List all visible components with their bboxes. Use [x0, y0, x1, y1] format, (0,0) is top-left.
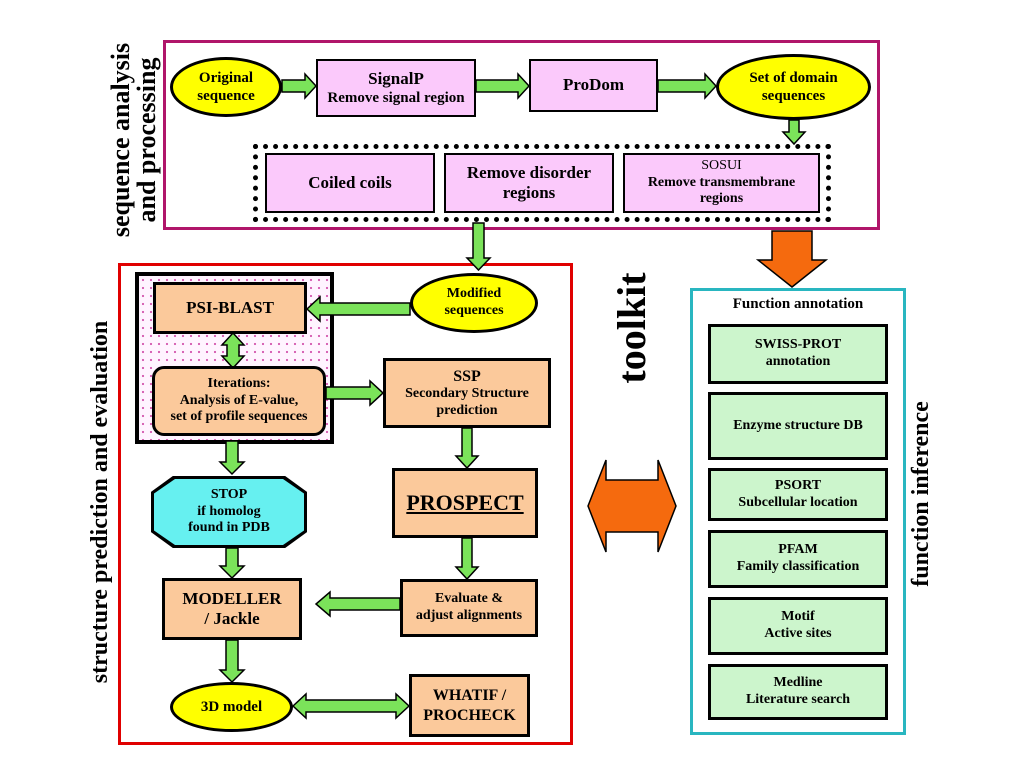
medline-line1: Medline [773, 675, 823, 691]
arrow-3d-whatif [291, 692, 411, 720]
modified-sequences-line2: sequences [444, 303, 504, 318]
stop-inner: STOP if homolog found in PDB [154, 479, 304, 545]
domain-sequences-node[interactable]: Set of domain sequences [716, 54, 871, 120]
stop-line2: if homolog [197, 503, 261, 519]
psi-blast-label: PSI-BLAST [186, 297, 274, 317]
function-inference-label: function inference [908, 401, 934, 587]
enzyme-structure-node[interactable]: Enzyme structure DB [708, 392, 888, 460]
filter-group-frame [253, 144, 831, 222]
toolkit-label: toolkit [609, 272, 654, 384]
original-sequence-line1: Original [198, 70, 254, 86]
signalp-subtitle: Remove signal region [327, 90, 465, 107]
medline-node[interactable]: Medline Literature search [708, 664, 888, 720]
whatif-line2: PROCHECK [423, 706, 516, 724]
stop-line3: found in PDB [188, 520, 270, 536]
arrow-prodom-to-domain [657, 72, 718, 100]
coiled-coils-node[interactable]: Coiled coils [265, 153, 435, 213]
psort-line1: PSORT [774, 477, 822, 493]
sequence-label-line1: sequence analysis [106, 42, 135, 238]
remove-disorder-line2: regions [502, 183, 556, 202]
arrow-iterations-to-ssp [325, 379, 385, 407]
structure-prediction-frame [118, 263, 573, 745]
3d-model-node[interactable]: 3D model [170, 682, 293, 732]
original-sequence-node[interactable]: Original sequence [170, 57, 282, 117]
structure-prediction-label: structure prediction and evaluation [87, 320, 113, 684]
swiss-prot-node[interactable]: SWISS-PROT annotation [708, 324, 888, 384]
function-inference-frame [690, 288, 906, 735]
sosui-line2: Remove transmembrane [647, 174, 796, 190]
whatif-node[interactable]: WHATIF / PROCHECK [409, 674, 530, 737]
sequence-label-line2: and processing [132, 57, 161, 223]
coiled-coils-label: Coiled coils [308, 172, 392, 192]
original-sequence-line2: sequence [197, 88, 255, 104]
arrow-signalp-to-prodom [475, 72, 531, 100]
ssp-title: SSP [453, 367, 481, 385]
stop-line1: STOP [210, 486, 248, 502]
arrow-iterations-to-stop [218, 440, 246, 476]
iterations-line2: Analysis of E-value, [179, 392, 299, 408]
ssp-line2: Secondary Structure [405, 385, 529, 401]
arrow-orange-down [755, 230, 829, 288]
arrow-orange-double [587, 459, 677, 553]
prodom-node[interactable]: ProDom [529, 59, 658, 112]
modeller-line1: MODELLER [182, 588, 282, 608]
remove-disorder-line1: Remove disorder [466, 162, 592, 182]
prospect-label: PROSPECT [406, 489, 524, 515]
ssp-line3: prediction [436, 402, 498, 418]
signalp-title: SignalP [368, 68, 424, 88]
domain-sequences-line2: sequences [761, 88, 826, 104]
sequence-analysis-label: sequence analysis and processing [106, 42, 161, 238]
motif-node[interactable]: Motif Active sites [708, 597, 888, 655]
pfam-node[interactable]: PFAM Family classification [708, 530, 888, 588]
arrow-psiblast-iterations [220, 331, 246, 370]
sequence-analysis-frame [163, 40, 880, 230]
sosui-node[interactable]: SOSUI Remove transmembrane regions [623, 153, 820, 213]
signalp-node[interactable]: SignalP Remove signal region [316, 59, 476, 117]
medline-line2: Literature search [745, 692, 851, 707]
iterations-node[interactable]: Iterations: Analysis of E-value, set of … [152, 366, 326, 436]
iterations-line3: set of profile sequences [170, 409, 308, 425]
prodom-label: ProDom [562, 75, 625, 95]
arrow-modeller-to-3d [218, 639, 246, 684]
function-annotation-header: Function annotation [732, 296, 864, 312]
pfam-line2: Family classification [736, 559, 860, 574]
motif-line1: Motif [781, 609, 815, 625]
3d-model-label: 3D model [200, 699, 263, 715]
arrow-ssp-to-prospect [454, 427, 480, 470]
sosui-line3: regions [699, 191, 744, 207]
arrow-original-to-signalp [281, 72, 318, 100]
motif-line2: Active sites [764, 626, 832, 641]
sosui-title: SOSUI [701, 157, 742, 173]
modified-sequences-line1: Modified [446, 286, 502, 302]
modeller-line2: / Jackle [204, 609, 260, 628]
evaluate-line2: adjust alignments [415, 608, 523, 623]
whatif-line1: WHATIF / [432, 687, 507, 705]
remove-disorder-node[interactable]: Remove disorder regions [444, 153, 614, 213]
enzyme-structure-label: Enzyme structure DB [733, 417, 863, 433]
ssp-node[interactable]: SSP Secondary Structure prediction [383, 358, 551, 428]
arrow-filters-to-modified [465, 222, 492, 272]
pfam-line1: PFAM [778, 542, 818, 558]
arrow-modified-to-psiblast [305, 295, 411, 323]
stop-node[interactable]: STOP if homolog found in PDB [151, 476, 307, 548]
domain-sequences-line1: Set of domain [749, 70, 838, 86]
swiss-prot-line1: SWISS-PROT [754, 337, 842, 353]
evaluate-line1: Evaluate & [434, 591, 504, 607]
swiss-prot-line2: annotation [765, 354, 831, 369]
evaluate-node[interactable]: Evaluate & adjust alignments [400, 579, 538, 637]
prospect-node[interactable]: PROSPECT [392, 468, 538, 538]
arrow-prospect-to-evaluate [454, 537, 480, 581]
arrow-evaluate-to-modeller [314, 590, 401, 618]
modeller-node[interactable]: MODELLER / Jackle [162, 578, 302, 640]
arrow-stop-to-modeller [218, 547, 246, 580]
psort-node[interactable]: PSORT Subcellular location [708, 468, 888, 521]
psi-blast-node[interactable]: PSI-BLAST [153, 282, 307, 334]
psort-line2: Subcellular location [738, 494, 858, 510]
arrow-domain-down [781, 119, 807, 146]
iterations-line1: Iterations: [207, 375, 271, 391]
modified-sequences-node[interactable]: Modified sequences [410, 273, 538, 333]
